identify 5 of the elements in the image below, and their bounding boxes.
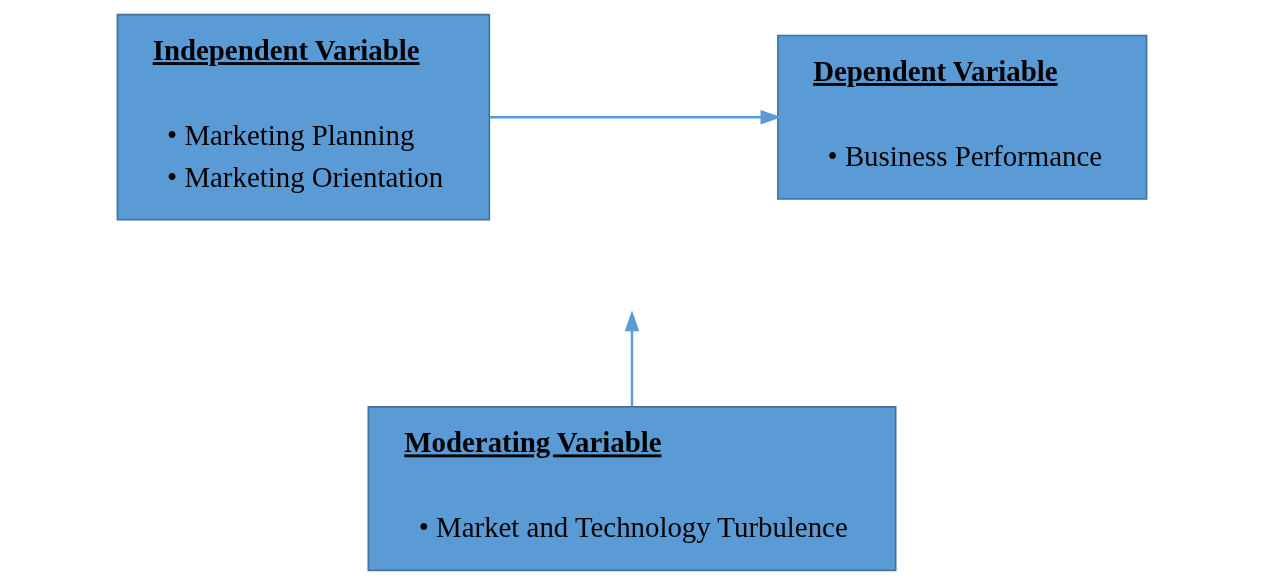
node-box: Dependent Variable • Business Performance (776, 34, 1147, 200)
arrow (624, 310, 639, 407)
arrow (489, 109, 781, 125)
node-box: Moderating Variable • Market and Technology Turbulence (367, 406, 896, 572)
node-box: Independent Variable • Marketing Planning • Marketing Orientation (116, 13, 490, 221)
